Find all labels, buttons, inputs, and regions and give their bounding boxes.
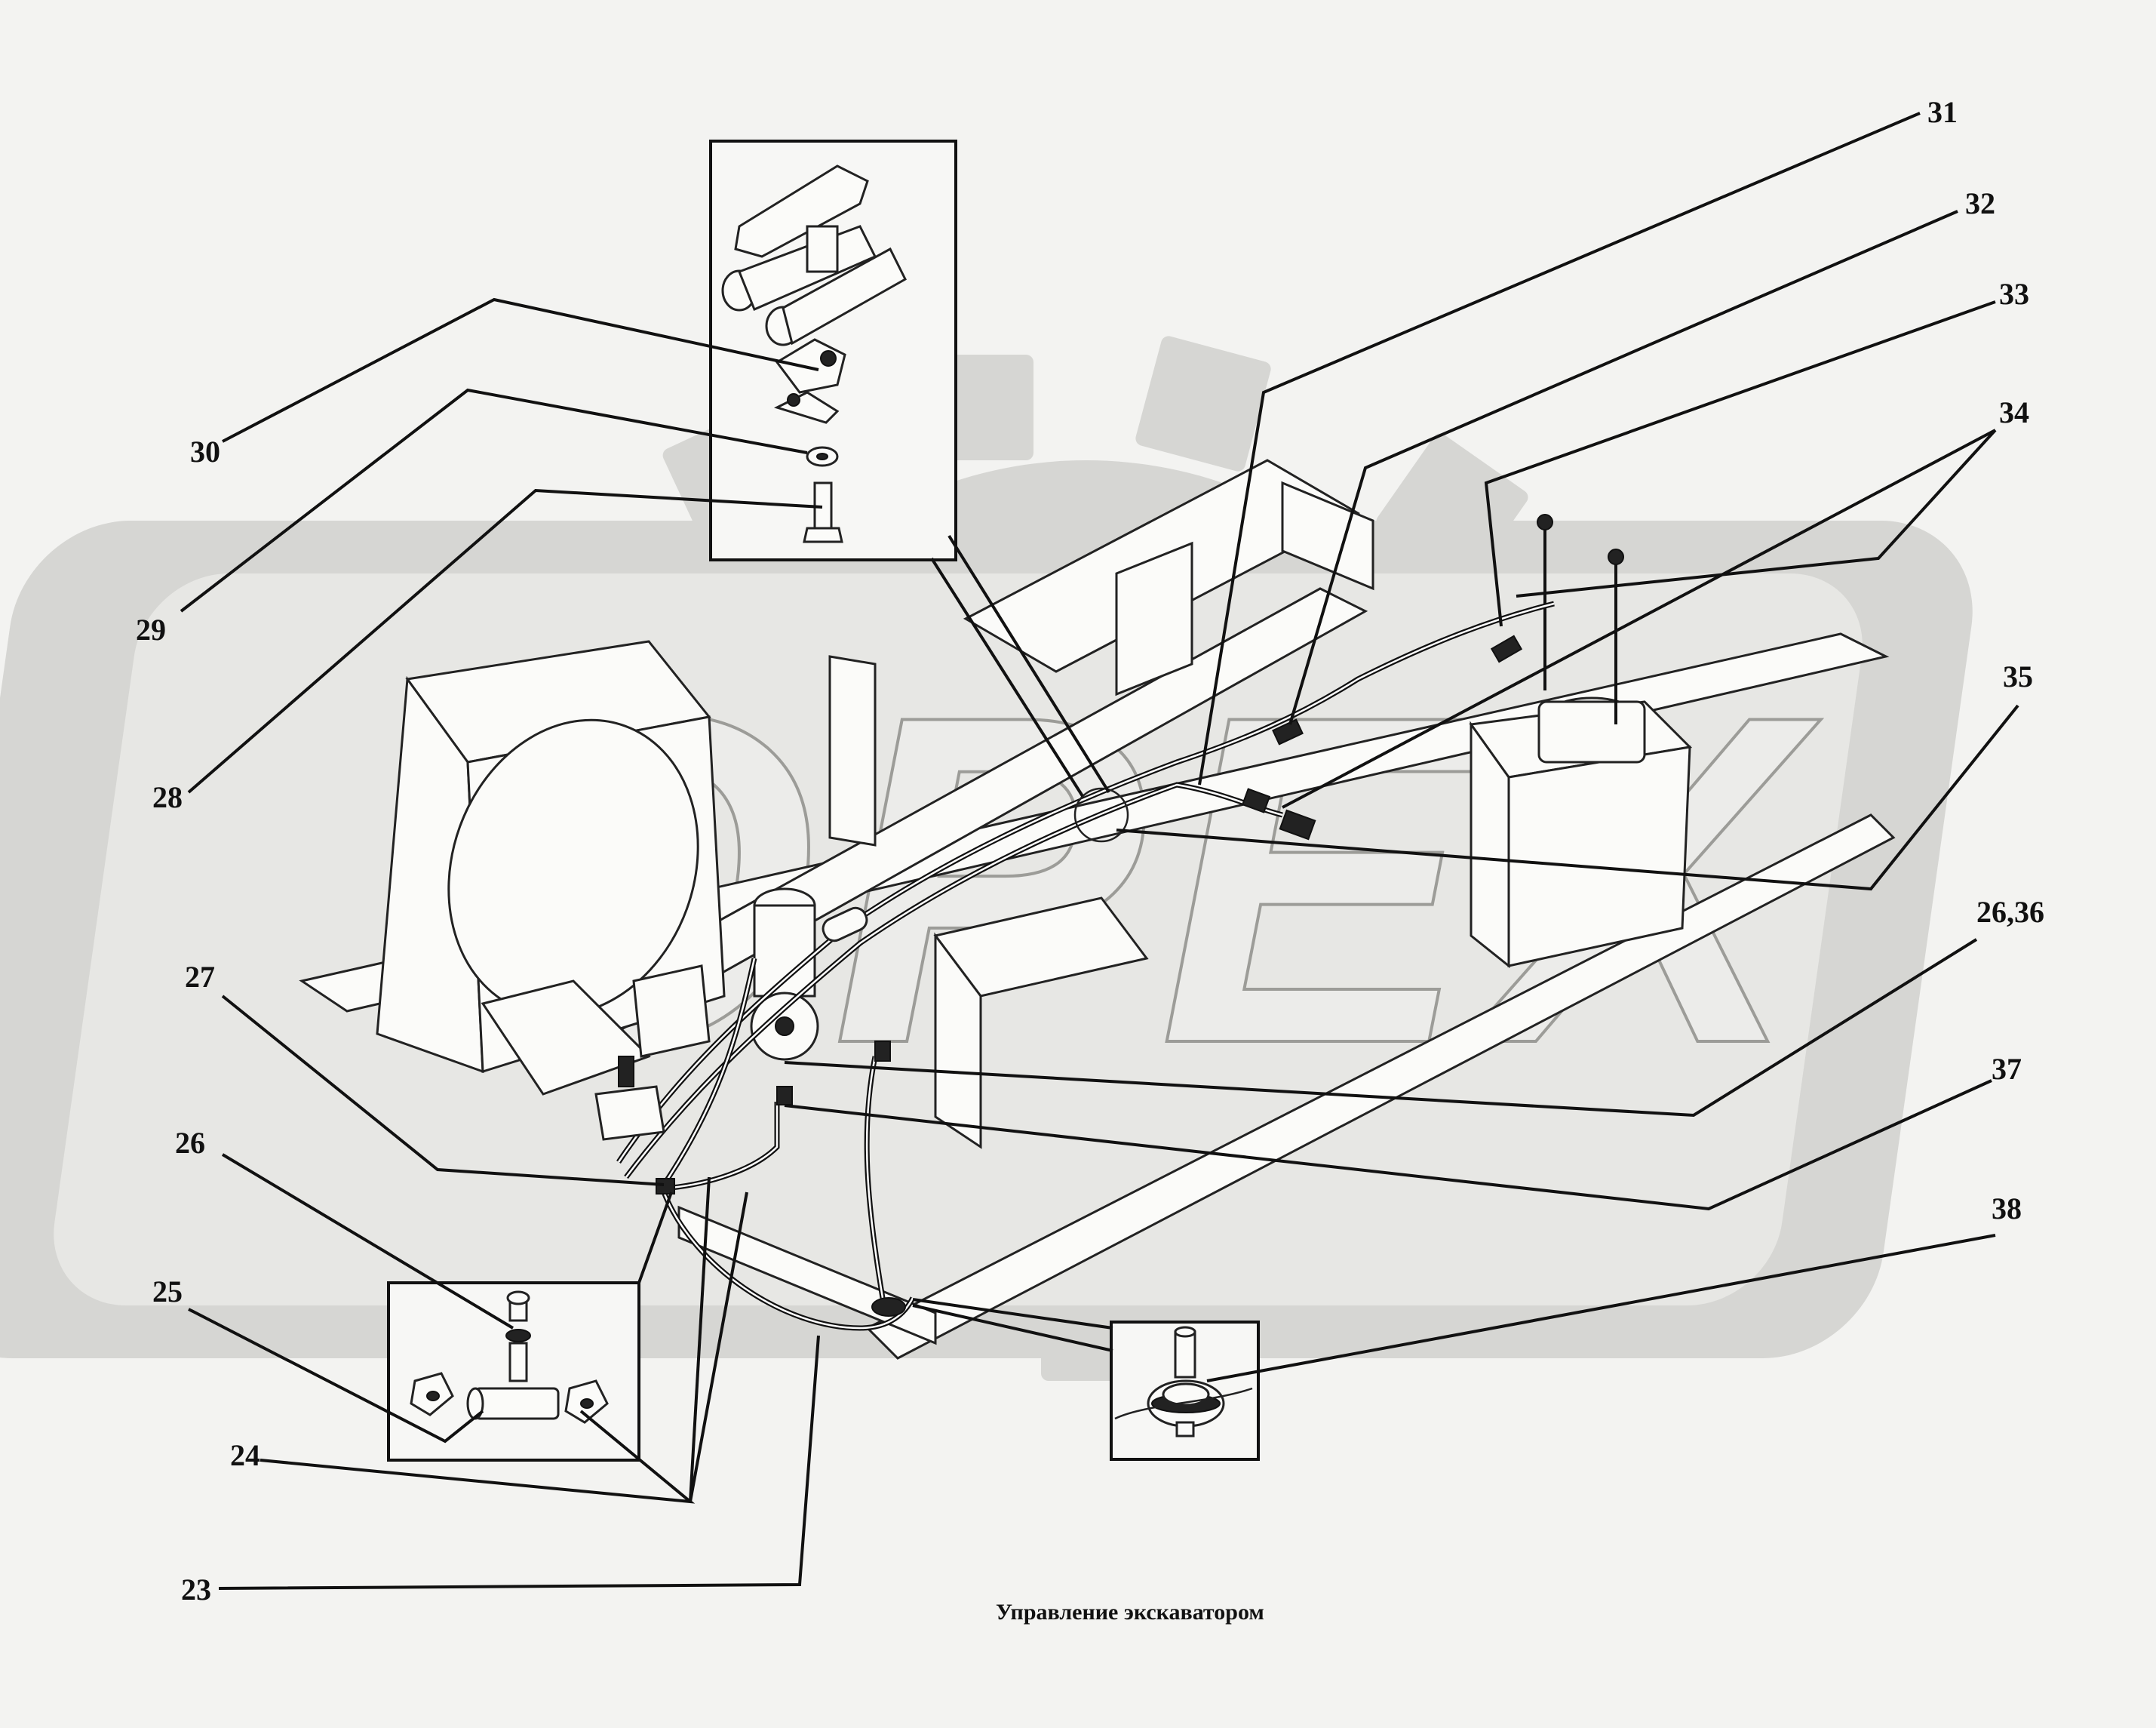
callout-29: 29 [136, 613, 166, 647]
callout-27: 27 [185, 960, 215, 994]
diagram-caption: Управление экскаватором [996, 1600, 1264, 1625]
callout-38: 38 [1992, 1191, 2022, 1225]
inset-grommet-detail [1110, 1321, 1260, 1461]
callout-31: 31 [1927, 95, 1958, 129]
inset-clamp-detail [709, 140, 957, 561]
callout-25: 25 [152, 1274, 183, 1308]
callout-26-36: 26,36 [1976, 895, 2044, 929]
pump-unit [750, 887, 1149, 1149]
callout-30: 30 [190, 435, 220, 469]
inset-tee-fitting [387, 1281, 640, 1462]
callout-33: 33 [1999, 277, 2029, 311]
hydraulic-tank [1469, 514, 1693, 969]
callout-28: 28 [152, 780, 183, 814]
leader-lines [180, 112, 2019, 1590]
callout-35: 35 [2003, 660, 2033, 693]
callout-24: 24 [230, 1438, 260, 1472]
callout-labels: 31 32 33 34 35 26,36 37 38 30 29 28 27 2… [136, 95, 2044, 1607]
callout-34: 34 [1999, 395, 2029, 429]
engine-block [376, 640, 726, 1096]
callout-32: 32 [1965, 186, 1995, 220]
control-hoses [594, 601, 1555, 1331]
callout-23: 23 [181, 1573, 211, 1607]
callout-37: 37 [1992, 1052, 2022, 1086]
callout-26: 26 [175, 1126, 205, 1160]
